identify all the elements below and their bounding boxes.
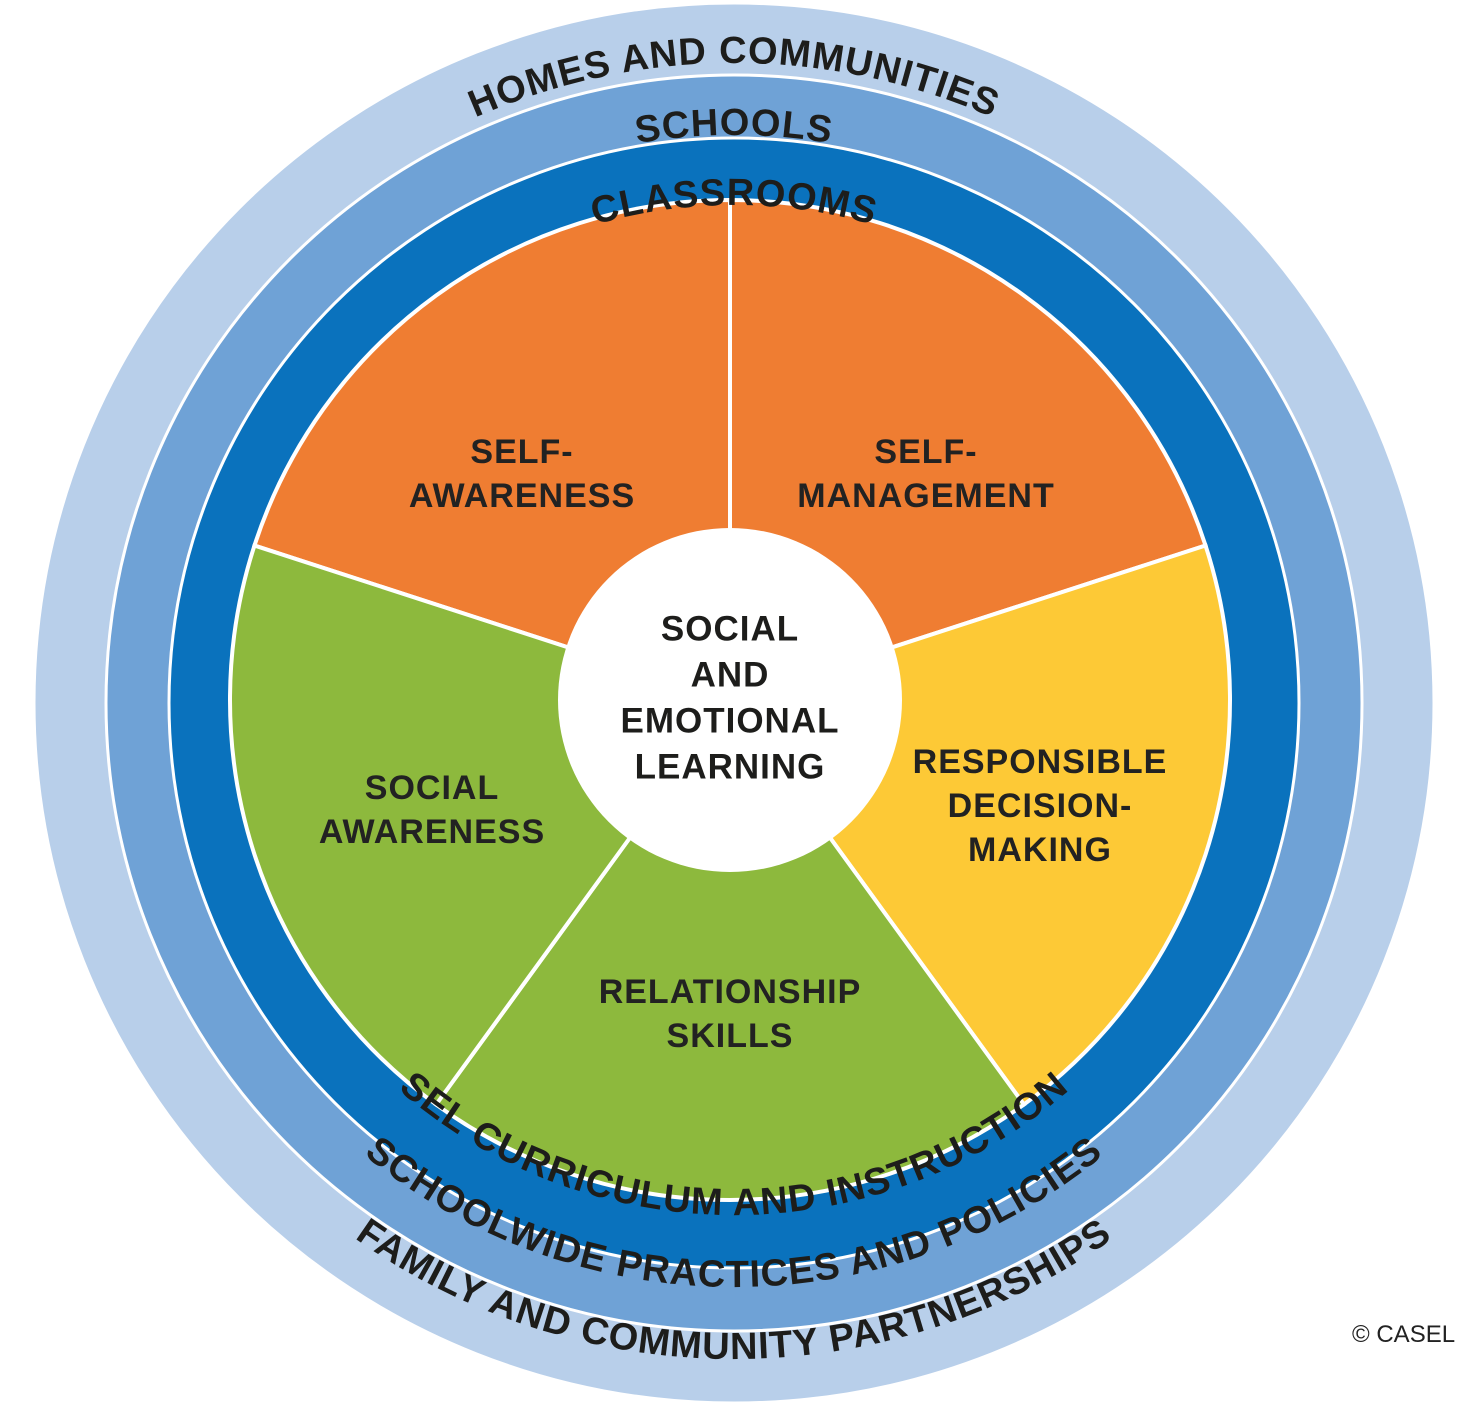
segment-label-responsible-decision-making-line-3: MAKING xyxy=(968,831,1112,869)
segment-labels: SELF- AWARENESS SELF- MANAGEMENT RESPONSIBLE… xyxy=(319,433,1168,1055)
center-label: SOCIAL AND EMOTIONAL LEARNING xyxy=(621,609,840,786)
center-circle xyxy=(558,528,902,872)
center-label-line-2: AND xyxy=(691,655,770,694)
segment-label-social-awareness-line-1: SOCIAL xyxy=(365,769,499,807)
segment-self-management xyxy=(728,197,1209,703)
segment-label-self-awareness-line-2: AWARENESS xyxy=(409,477,635,515)
copyright-text: © CASEL xyxy=(1352,1321,1455,1348)
segment-label-self-management-line-2: MANAGEMENT xyxy=(797,477,1054,515)
pie-segments xyxy=(228,197,1232,1203)
segment-label-relationship-skills-line-1: RELATIONSHIP xyxy=(599,973,862,1011)
segment-label-responsible-decision-making-line-2: DECISION- xyxy=(948,787,1133,825)
segment-self-awareness xyxy=(251,197,732,703)
center-label-line-4: LEARNING xyxy=(635,747,826,786)
segment-label-responsible-decision-making-line-1: RESPONSIBLE xyxy=(913,743,1168,781)
segment-label-social-awareness-line-2: AWARENESS xyxy=(319,813,545,851)
segment-label-relationship-skills-line-2: SKILLS xyxy=(667,1017,794,1055)
ring-label-schools: SCHOOLS xyxy=(632,102,836,152)
center-label-line-3: EMOTIONAL xyxy=(621,701,840,740)
segment-label-self-management-line-1: SELF- xyxy=(874,433,977,471)
center-label-line-1: SOCIAL xyxy=(661,609,799,648)
segment-relationship-skills xyxy=(433,696,1027,1203)
segment-label-self-awareness-line-1: SELF- xyxy=(470,433,573,471)
